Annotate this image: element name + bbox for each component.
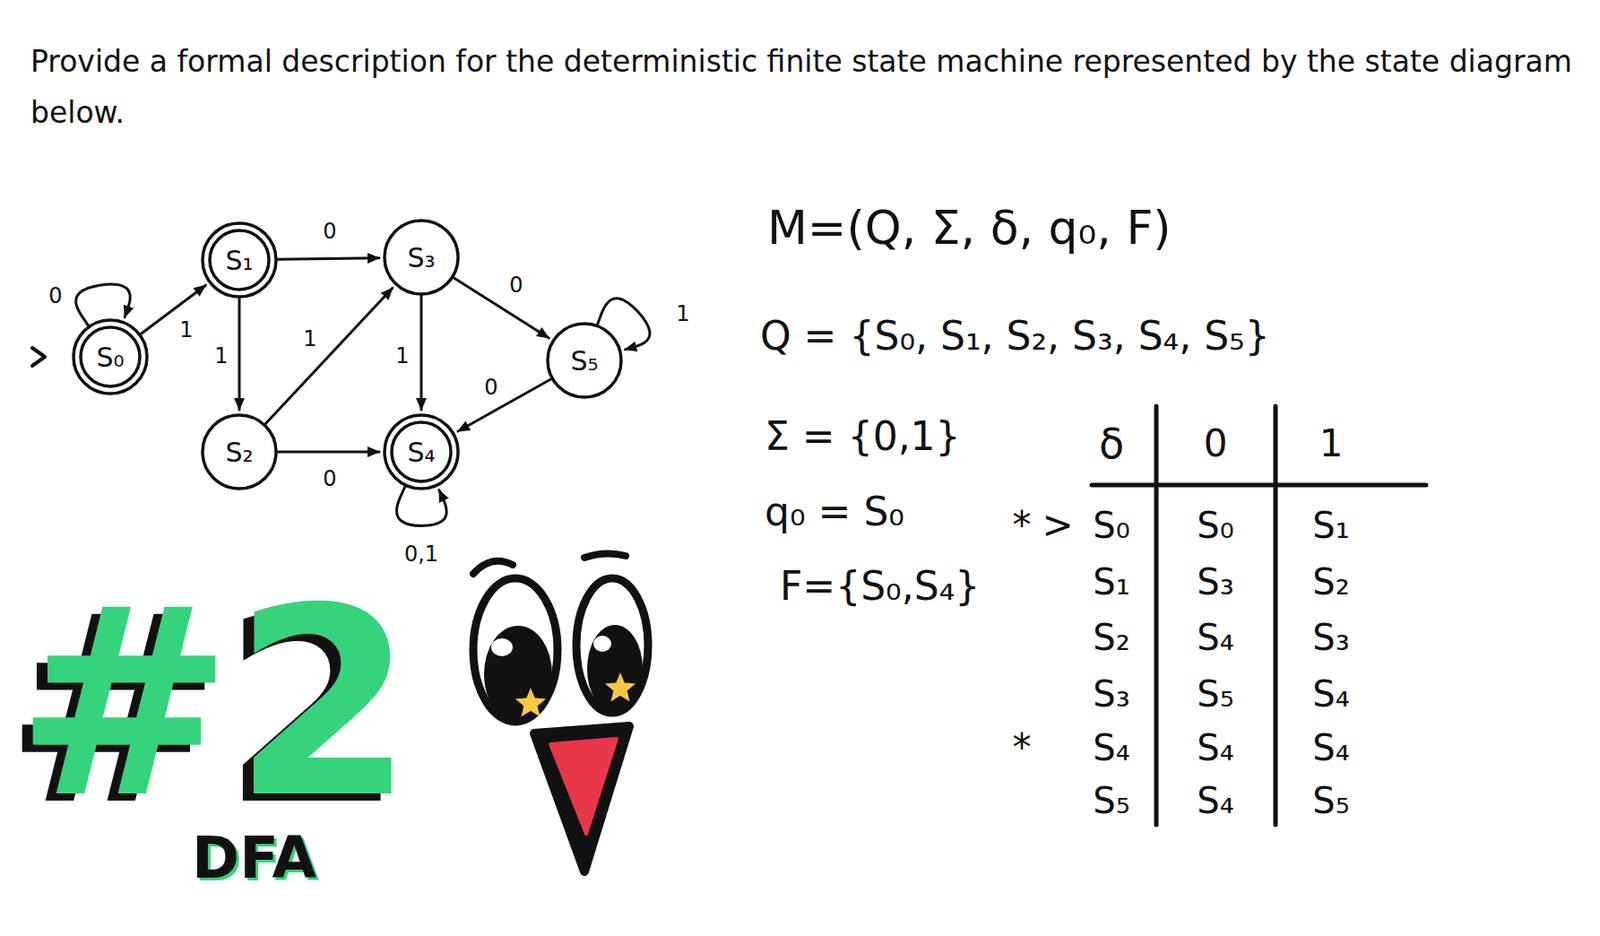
state-ring: [384, 220, 459, 295]
table-cell: S₀: [1092, 505, 1130, 545]
pupil: [587, 624, 643, 713]
transition-label: 0: [320, 467, 339, 491]
table-cell: S₂: [1312, 562, 1350, 602]
transition-label: 0: [45, 284, 65, 308]
state-circle: S₅: [545, 321, 623, 399]
table-cell: S₁: [1092, 562, 1130, 602]
transition-label: 1: [673, 302, 692, 326]
table-cell: S₅: [1312, 780, 1350, 821]
formal-definition: Σ = {0,1}: [764, 415, 961, 459]
start-marker: [32, 347, 45, 366]
table-cell: S₁: [1312, 505, 1350, 545]
eye: [576, 578, 649, 713]
transition-arrow: [458, 379, 551, 432]
question-title: Provide a formal description for the det…: [30, 35, 1573, 139]
tongue: [550, 738, 617, 834]
table-rule: [1091, 483, 1427, 488]
table-cell: S₃: [1196, 562, 1234, 602]
transition-label: 0: [320, 219, 339, 243]
table-cell: 1: [1319, 423, 1344, 465]
transition-label: 0,1: [401, 542, 442, 566]
state-name: S₁: [224, 245, 253, 276]
eye-highlight: [593, 635, 612, 652]
accept-ring: [391, 422, 451, 482]
pupil: [484, 625, 553, 723]
table-rule: [1154, 406, 1159, 825]
formal-definition: q₀ = S₀: [764, 490, 905, 534]
mouth: [534, 726, 630, 872]
formal-definition: Q = {S₀, S₁, S₂, S₃, S₄, S₅}: [760, 314, 1271, 358]
table-cell: S₃: [1312, 617, 1350, 658]
state-name: S₀: [95, 342, 124, 372]
table-cell: S₄: [1196, 727, 1234, 768]
accept-ring: [209, 230, 269, 290]
state-ring: [384, 415, 459, 489]
transition-arrow: [277, 450, 380, 454]
formal-definition: F={S₀,S₄}: [779, 564, 980, 608]
table-cell: *: [1012, 504, 1032, 546]
accept-state: S₀: [71, 318, 149, 396]
formal-definition: M=(Q, Σ, δ, q₀, F): [767, 202, 1172, 254]
transition-label: 1: [211, 344, 231, 368]
transition-label: 1: [392, 344, 412, 368]
table-cell: S₄: [1092, 727, 1130, 768]
state-text-box: S₂: [200, 413, 278, 491]
accept-state: S₁: [200, 221, 278, 299]
table-cell: S₄: [1312, 674, 1350, 714]
state-ring: [73, 320, 148, 394]
table-cell: S₃: [1092, 674, 1130, 714]
state-name: S₂: [224, 437, 253, 468]
state-text-box: S₁: [200, 221, 278, 299]
state-text-box: S₃: [382, 218, 460, 296]
table-cell: S₀: [1196, 505, 1234, 545]
state-ring: [202, 415, 277, 489]
accept-state: S₄: [382, 413, 460, 491]
transition-arrow: [238, 298, 242, 410]
table-cell: S₂: [1092, 617, 1130, 658]
transition-arrow: [76, 284, 131, 326]
eyebrow: [473, 561, 513, 574]
state-circle: S₃: [382, 218, 460, 296]
table-cell: S₄: [1196, 617, 1234, 658]
star: [515, 687, 546, 718]
transition-label: 1: [176, 318, 196, 342]
state-ring: [547, 323, 622, 398]
state-text-box: S₅: [545, 321, 623, 399]
state-name: S₃: [406, 242, 435, 273]
transition-label: 1: [300, 327, 320, 351]
eyebrow: [584, 553, 626, 558]
transition-arrow: [265, 287, 393, 424]
transition-arrow: [396, 486, 447, 527]
table-cell: δ: [1098, 421, 1125, 468]
state-circle: S₂: [200, 413, 278, 491]
eye: [473, 578, 558, 722]
state-ring: [202, 223, 277, 297]
transition-arrow: [420, 295, 424, 410]
state-name: S₄: [406, 437, 435, 468]
state-text-box: S₄: [382, 413, 460, 491]
accept-ring: [80, 327, 140, 387]
transition-arrow: [453, 277, 549, 338]
state-name: S₅: [570, 345, 598, 376]
transition-arrow: [277, 258, 380, 260]
problem-badge: DFA: [191, 829, 317, 887]
problem-badge: #2: [15, 573, 415, 834]
table-cell: S₅: [1196, 674, 1234, 714]
table-cell: *: [1012, 726, 1032, 769]
transition-label: 0: [506, 273, 526, 297]
table-cell: 0: [1203, 423, 1229, 465]
eye-highlight: [491, 638, 513, 657]
table-cell: >: [1041, 504, 1073, 546]
table-cell: S₄: [1196, 780, 1234, 821]
table-cell: S₄: [1312, 727, 1350, 768]
transition-label: 0: [481, 375, 501, 399]
table-cell: S₅: [1092, 780, 1130, 821]
star: [605, 672, 636, 702]
state-text-box: S₀: [71, 318, 149, 396]
table-rule: [1273, 406, 1279, 825]
